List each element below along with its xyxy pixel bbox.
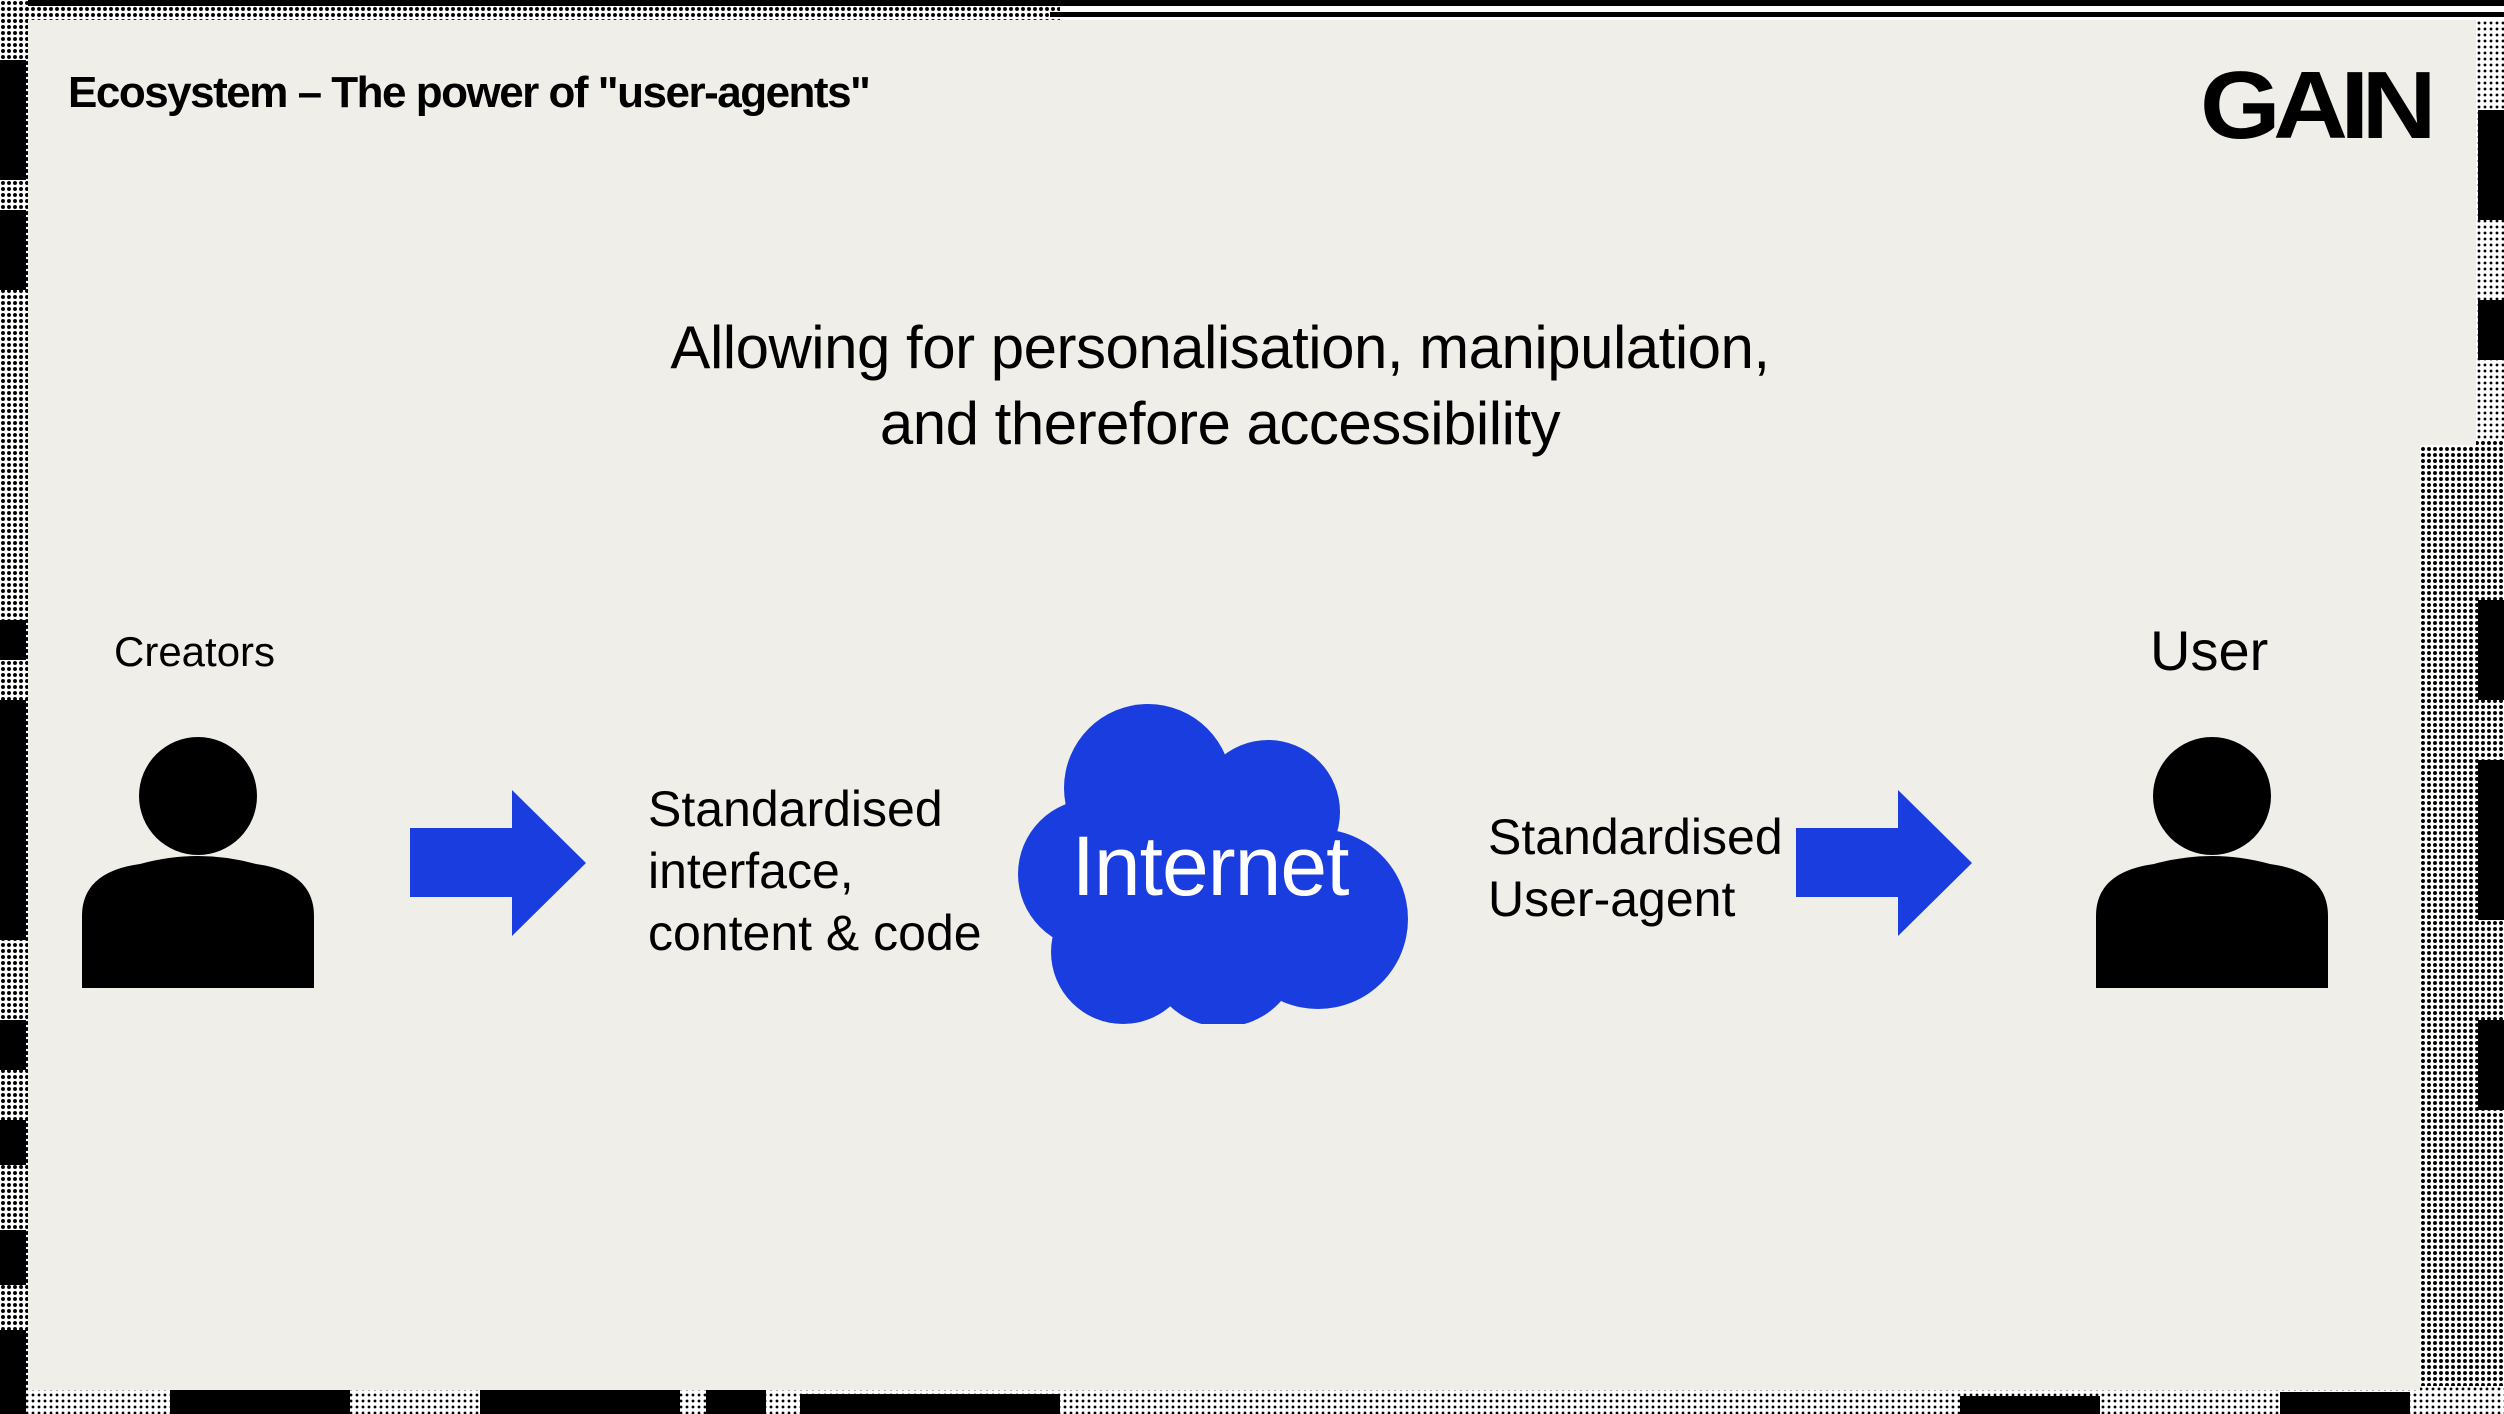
frame-mark bbox=[0, 620, 26, 660]
left-description-line: Standardised bbox=[648, 781, 943, 837]
frame-mark bbox=[2478, 300, 2504, 360]
creators-label: Creators bbox=[114, 628, 276, 675]
right-description: Standardised User-agent bbox=[1488, 806, 1783, 930]
frame-mark bbox=[0, 210, 26, 290]
slide-panel bbox=[28, 20, 2420, 1390]
border-line-top bbox=[0, 0, 2504, 6]
frame-mark bbox=[2478, 600, 2504, 700]
frame-mark bbox=[480, 1390, 680, 1414]
gain-logo: GAIN bbox=[2200, 52, 2437, 159]
subtitle-line: Allowing for personalisation, manipulati… bbox=[670, 314, 1770, 381]
cloud-label: Internet bbox=[1071, 819, 1350, 913]
frame-mark bbox=[170, 1390, 350, 1414]
frame-mark bbox=[0, 1020, 26, 1070]
user-person-icon bbox=[2096, 737, 2328, 988]
creator-person-icon bbox=[82, 737, 314, 988]
arrow-right-icon bbox=[1796, 790, 1972, 936]
frame-mark bbox=[1960, 1396, 2100, 1414]
arrow-right-icon bbox=[410, 790, 586, 936]
subtitle-line: and therefore accessibility bbox=[879, 390, 1561, 457]
page-title: Ecosystem – The power of "user-agents" bbox=[68, 68, 871, 117]
halftone-border-bottom bbox=[0, 1386, 2504, 1414]
frame-mark bbox=[0, 60, 26, 180]
frame-mark bbox=[0, 1120, 26, 1165]
frame-mark bbox=[2478, 760, 2504, 920]
right-description-line: User-agent bbox=[1488, 871, 1736, 927]
frame-mark bbox=[0, 1330, 26, 1414]
halftone-border-right bbox=[2420, 440, 2504, 1414]
left-description-line: interface, bbox=[648, 843, 854, 899]
frame-mark bbox=[2478, 110, 2504, 220]
slide-panel-extension bbox=[2420, 20, 2476, 445]
frame-mark bbox=[2280, 1392, 2410, 1414]
frame-mark bbox=[2478, 1020, 2504, 1110]
user-label: User bbox=[2150, 619, 2269, 682]
border-line-top-inner bbox=[1050, 12, 2504, 17]
left-description: Standardised interface, content & code bbox=[648, 778, 982, 964]
subtitle: Allowing for personalisation, manipulati… bbox=[520, 310, 1920, 462]
left-description-line: content & code bbox=[648, 905, 982, 961]
right-description-line: Standardised bbox=[1488, 809, 1783, 865]
halftone-border-right-top bbox=[2476, 20, 2504, 440]
cloud-icon bbox=[1018, 704, 1408, 1024]
frame-mark bbox=[800, 1394, 1060, 1414]
frame-mark bbox=[0, 700, 26, 940]
frame-mark bbox=[0, 1230, 26, 1285]
